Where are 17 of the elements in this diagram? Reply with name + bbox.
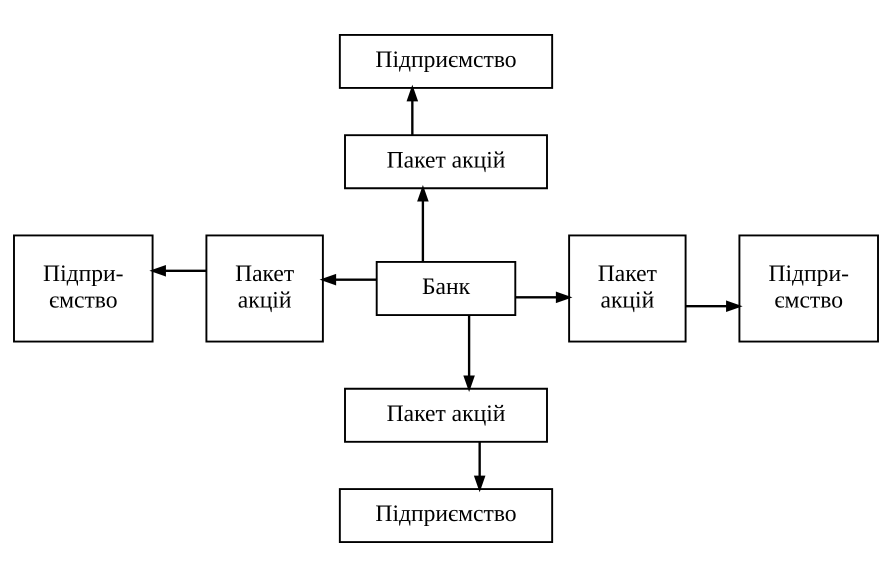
node-box: Підпри-ємство	[738, 234, 879, 342]
arrow	[474, 442, 486, 492]
arrow	[320, 273, 376, 285]
arrow	[686, 300, 743, 312]
node-box: Пакет акцій	[344, 134, 548, 189]
node-box: Пакет акцій	[568, 234, 687, 342]
node-box: Підприємство	[338, 33, 554, 88]
arrow	[516, 291, 572, 303]
node-box: Підпри-ємство	[13, 234, 154, 342]
arrow	[406, 84, 418, 134]
node-box: Банк	[376, 260, 516, 316]
arrow	[149, 264, 206, 276]
arrow	[463, 314, 475, 392]
arrow	[417, 184, 429, 262]
node-box: Пакет акцій	[344, 387, 548, 442]
node-box: Підприємство	[338, 488, 554, 543]
node-box: Пакет акцій	[205, 234, 324, 342]
